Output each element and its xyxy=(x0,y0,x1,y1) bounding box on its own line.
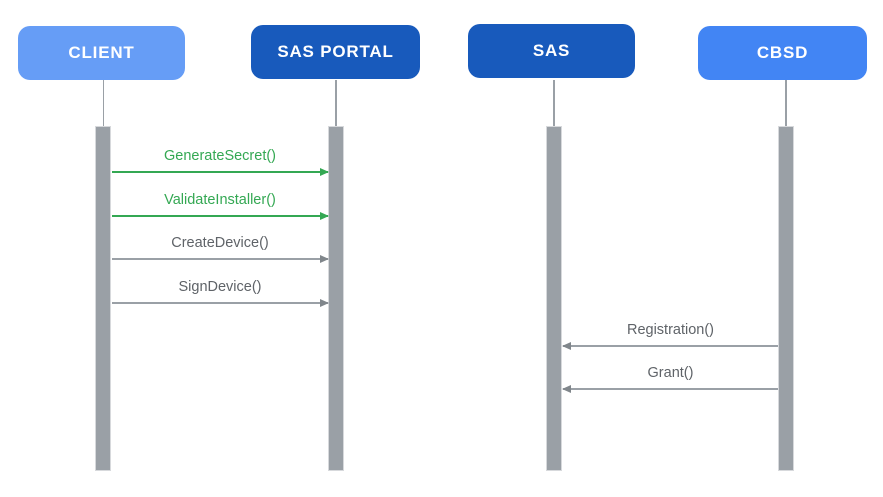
message-grant: Grant() xyxy=(562,364,778,393)
message-validate-installer: ValidateInstaller() xyxy=(112,191,329,220)
actor-label-cbsd: CBSD xyxy=(756,43,809,62)
actor-box-client: CLIENT xyxy=(18,26,185,80)
message-label: Registration() xyxy=(626,322,715,338)
message-arrow-line xyxy=(563,388,778,390)
actor-box-sas-portal: SAS PORTAL xyxy=(251,25,420,79)
activation-bar-sas-portal xyxy=(328,126,344,471)
message-generate-secret: GenerateSecret() xyxy=(112,147,329,176)
lifeline-stem-sas xyxy=(553,80,555,127)
actor-label-sas-portal: SAS PORTAL xyxy=(277,42,394,61)
message-arrow-line xyxy=(563,345,778,347)
message-sign-device: SignDevice() xyxy=(112,278,329,307)
arrowhead-right-icon xyxy=(320,254,329,263)
message-arrow-line xyxy=(112,302,328,304)
message-registration: Registration() xyxy=(562,321,778,350)
message-label: GenerateSecret() xyxy=(163,148,277,164)
message-arrow-line xyxy=(112,171,328,173)
message-create-device: CreateDevice() xyxy=(112,234,329,263)
lifeline-stem-client xyxy=(102,80,105,127)
lifeline-stem-sas-portal xyxy=(335,80,337,127)
message-label: Grant() xyxy=(647,365,694,381)
arrowhead-left-icon xyxy=(562,341,571,350)
message-label: ValidateInstaller() xyxy=(164,192,276,208)
message-label: CreateDevice() xyxy=(171,235,269,251)
actor-label-client: CLIENT xyxy=(68,43,135,62)
arrowhead-right-icon xyxy=(320,167,329,176)
message-arrow-line xyxy=(112,215,328,217)
actor-box-cbsd: CBSD xyxy=(698,26,867,80)
actor-box-sas: SAS xyxy=(468,24,635,78)
actor-label-sas: SAS xyxy=(532,41,571,60)
message-label: SignDevice() xyxy=(178,279,262,295)
activation-bar-sas xyxy=(546,126,562,471)
arrowhead-left-icon xyxy=(562,384,571,393)
activation-bar-cbsd xyxy=(778,126,794,471)
message-arrow-line xyxy=(112,258,328,260)
arrowhead-right-icon xyxy=(320,211,329,220)
activation-bar-client xyxy=(95,126,111,471)
lifeline-stem-cbsd xyxy=(785,80,787,127)
arrowhead-right-icon xyxy=(320,298,329,307)
